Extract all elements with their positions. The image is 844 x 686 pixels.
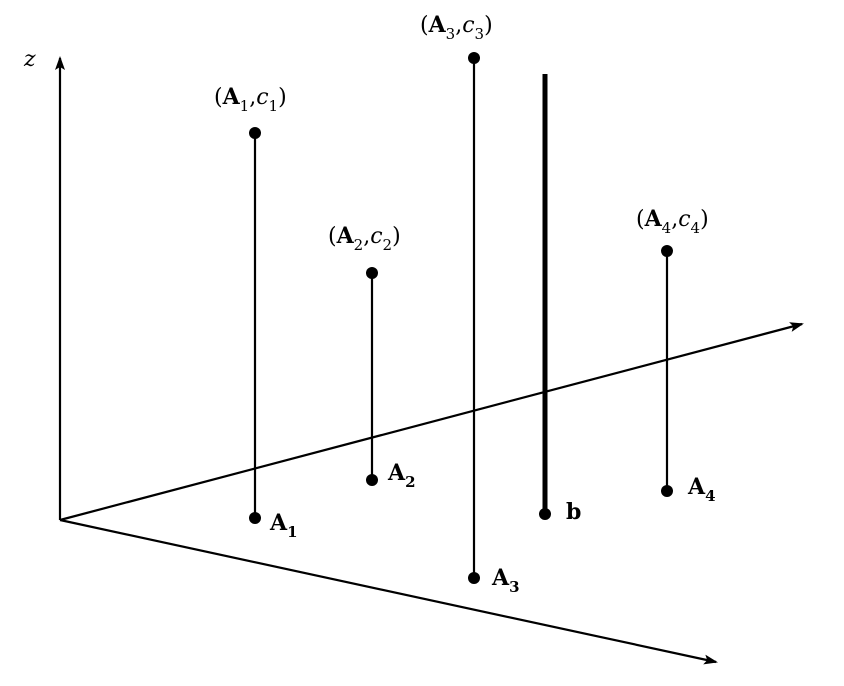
base-dot-b: [539, 508, 551, 520]
top-label-a2: (A2,c2): [328, 223, 401, 254]
point-group-a2: A2 (A2,c2): [328, 223, 416, 491]
label-b: b: [566, 499, 581, 525]
base-label-a4: A4: [687, 474, 716, 505]
base-dot-a1: [249, 512, 261, 524]
base-label-a3: A3: [491, 565, 520, 596]
top-label-a1: (A1,c1): [214, 84, 287, 115]
lower-horizontal-axis: [59, 518, 718, 665]
base-dot-a3: [468, 572, 480, 584]
base-label-a1: A1: [269, 510, 298, 541]
point-group-a4: A4 (A4,c4): [636, 206, 716, 505]
point-group-a3: A3 (A3,c3): [420, 12, 520, 596]
top-dot-a3: [468, 52, 480, 64]
point-group-a1: A1 (A1,c1): [214, 84, 298, 541]
base-label-a2: A2: [387, 460, 416, 491]
base-dot-a2: [366, 474, 378, 486]
top-dot-a4: [661, 245, 673, 257]
top-label-a4: (A4,c4): [636, 206, 709, 237]
upper-horizontal-axis: [59, 322, 804, 522]
top-dot-a2: [366, 267, 378, 279]
top-label-a3: (A3,c3): [420, 12, 493, 43]
base-dot-a4: [661, 485, 673, 497]
line-group-b: b: [539, 74, 581, 525]
top-dot-a1: [249, 127, 261, 139]
z-axis-label: z: [23, 47, 36, 72]
